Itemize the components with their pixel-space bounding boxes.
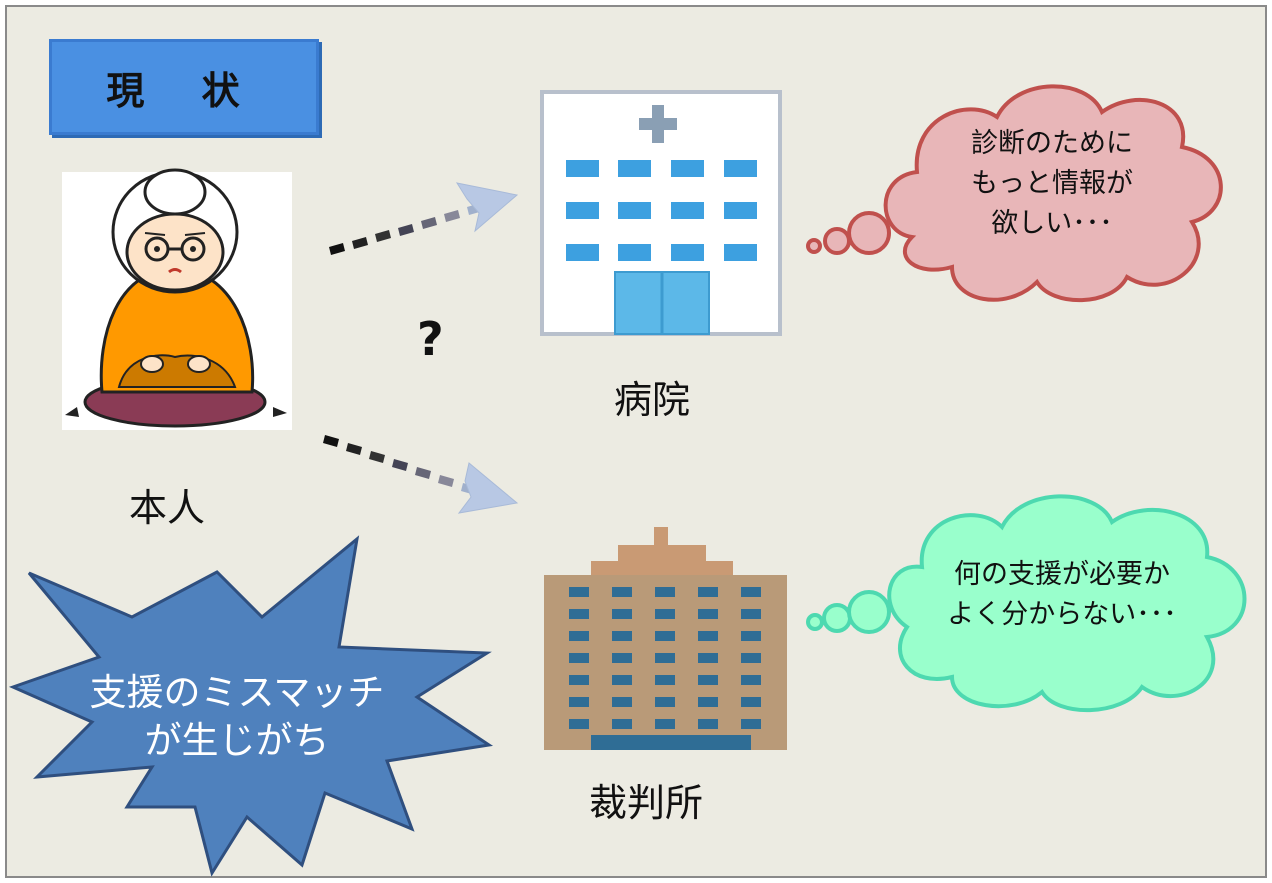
grandmother-illustration [62,168,292,430]
status-label: 現 状 [49,39,319,135]
hospital-thought-cloud [806,84,1223,303]
court-thought-cloud [806,494,1247,713]
hospital-thought-line: もっと情報が [971,168,1133,199]
court-thought-text: 何の支援が必要か よく分からない･･･ [897,555,1227,635]
hospital-label: 病院 [614,378,691,422]
burst-text: 支援のミスマッチ が生じがち [57,669,417,765]
hospital-thought-text: 診断のために もっと情報が 欲しい･･･ [922,124,1182,244]
burst-line: 支援のミスマッチ [89,671,385,714]
hospital-thought-line: 診断のために [971,128,1133,159]
diagram-art [8,84,1247,877]
arrow-to-court [323,435,519,514]
court-label: 裁判所 [589,781,704,825]
court-illustration [544,527,787,750]
court-thought-line: 何の支援が必要か [954,559,1170,590]
slide: 現 状 本人 ? 病院 裁判所 診断のために もっと情報が 欲しい･･･ 何の支… [5,5,1267,878]
arrow-to-hospital [329,182,519,255]
court-thought-line: よく分からない･･･ [947,599,1177,630]
question-mark: ? [417,312,444,366]
explosion-burst [8,535,494,877]
burst-line: が生じがち [144,719,330,762]
person-label: 本人 [129,486,206,530]
hospital-thought-line: 欲しい･･･ [991,208,1113,239]
hospital-illustration [540,90,782,336]
